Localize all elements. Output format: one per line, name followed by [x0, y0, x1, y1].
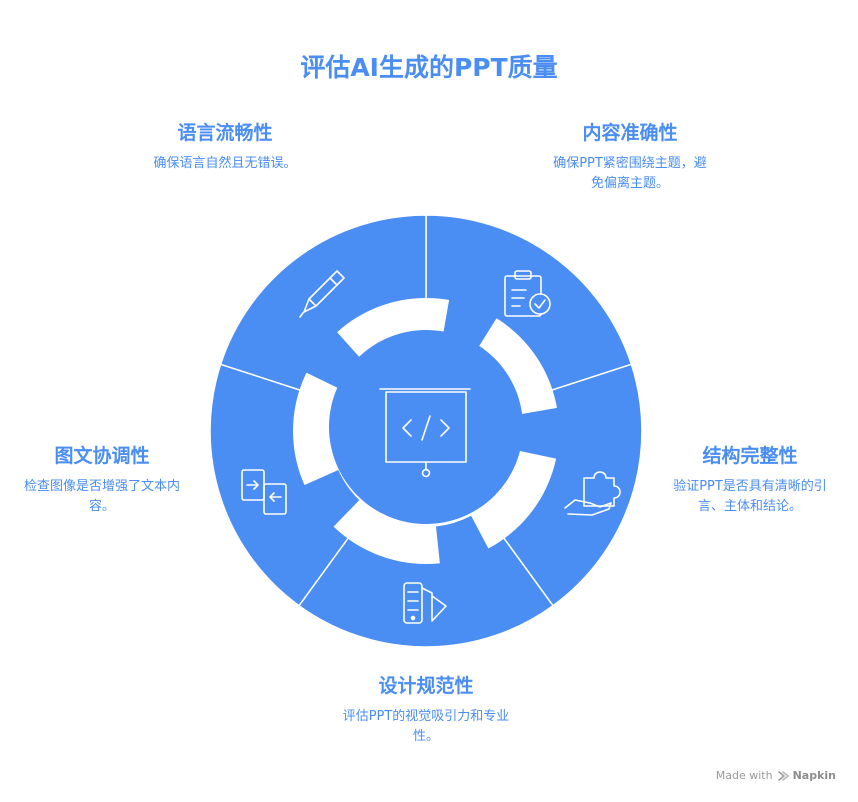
segment-description: 检查图像是否增强了文本内容。 — [24, 479, 181, 514]
exchange-icon — [241, 469, 287, 515]
segment-description: 确保PPT紧密围绕主题，避免偏离主题。 — [553, 156, 707, 191]
segment-label-coordination: 图文协调性 检查图像是否增强了文本内容。 — [14, 443, 190, 517]
napkin-brand: Napkin — [792, 769, 836, 782]
segment-title: 内容准确性 — [582, 122, 678, 144]
segment-title: 结构完整性 — [702, 445, 798, 467]
segment-title: 设计规范性 — [378, 675, 474, 697]
segment-description: 评估PPT的视觉吸引力和专业性。 — [342, 709, 510, 744]
page-title: 评估AI生成的PPT质量 — [300, 53, 558, 82]
inner-bridge — [519, 407, 562, 460]
inner-bridge — [301, 470, 360, 529]
segment-label-fluency: 语言流畅性 确保语言自然且无错误。 — [140, 120, 310, 174]
napkin-logo-icon — [777, 770, 789, 781]
presentation-code-icon — [379, 388, 471, 478]
segment-description: 确保语言自然且无错误。 — [153, 156, 297, 171]
made-with-text: Made with — [715, 769, 773, 782]
pen-icon — [299, 270, 345, 318]
puzzle-hand-icon — [564, 471, 621, 516]
color-swatch-icon — [403, 582, 447, 624]
clipboard-check-icon — [504, 270, 551, 317]
segment-label-accuracy: 内容准确性 确保PPT紧密围绕主题，避免偏离主题。 — [540, 120, 720, 194]
segment-label-completeness: 结构完整性 验证PPT是否具有清晰的引言、主体和结论。 — [655, 443, 845, 517]
footer-attribution: Made with Napkin — [716, 769, 836, 782]
segment-title: 语言流畅性 — [177, 122, 273, 144]
segment-description: 验证PPT是否具有清晰的引言、主体和结论。 — [673, 479, 827, 514]
inner-bridge — [436, 515, 490, 567]
segment-label-design: 设计规范性 评估PPT的视觉吸引力和专业性。 — [330, 673, 522, 747]
segment-title: 图文协调性 — [54, 445, 150, 467]
inner-ring — [301, 297, 562, 567]
